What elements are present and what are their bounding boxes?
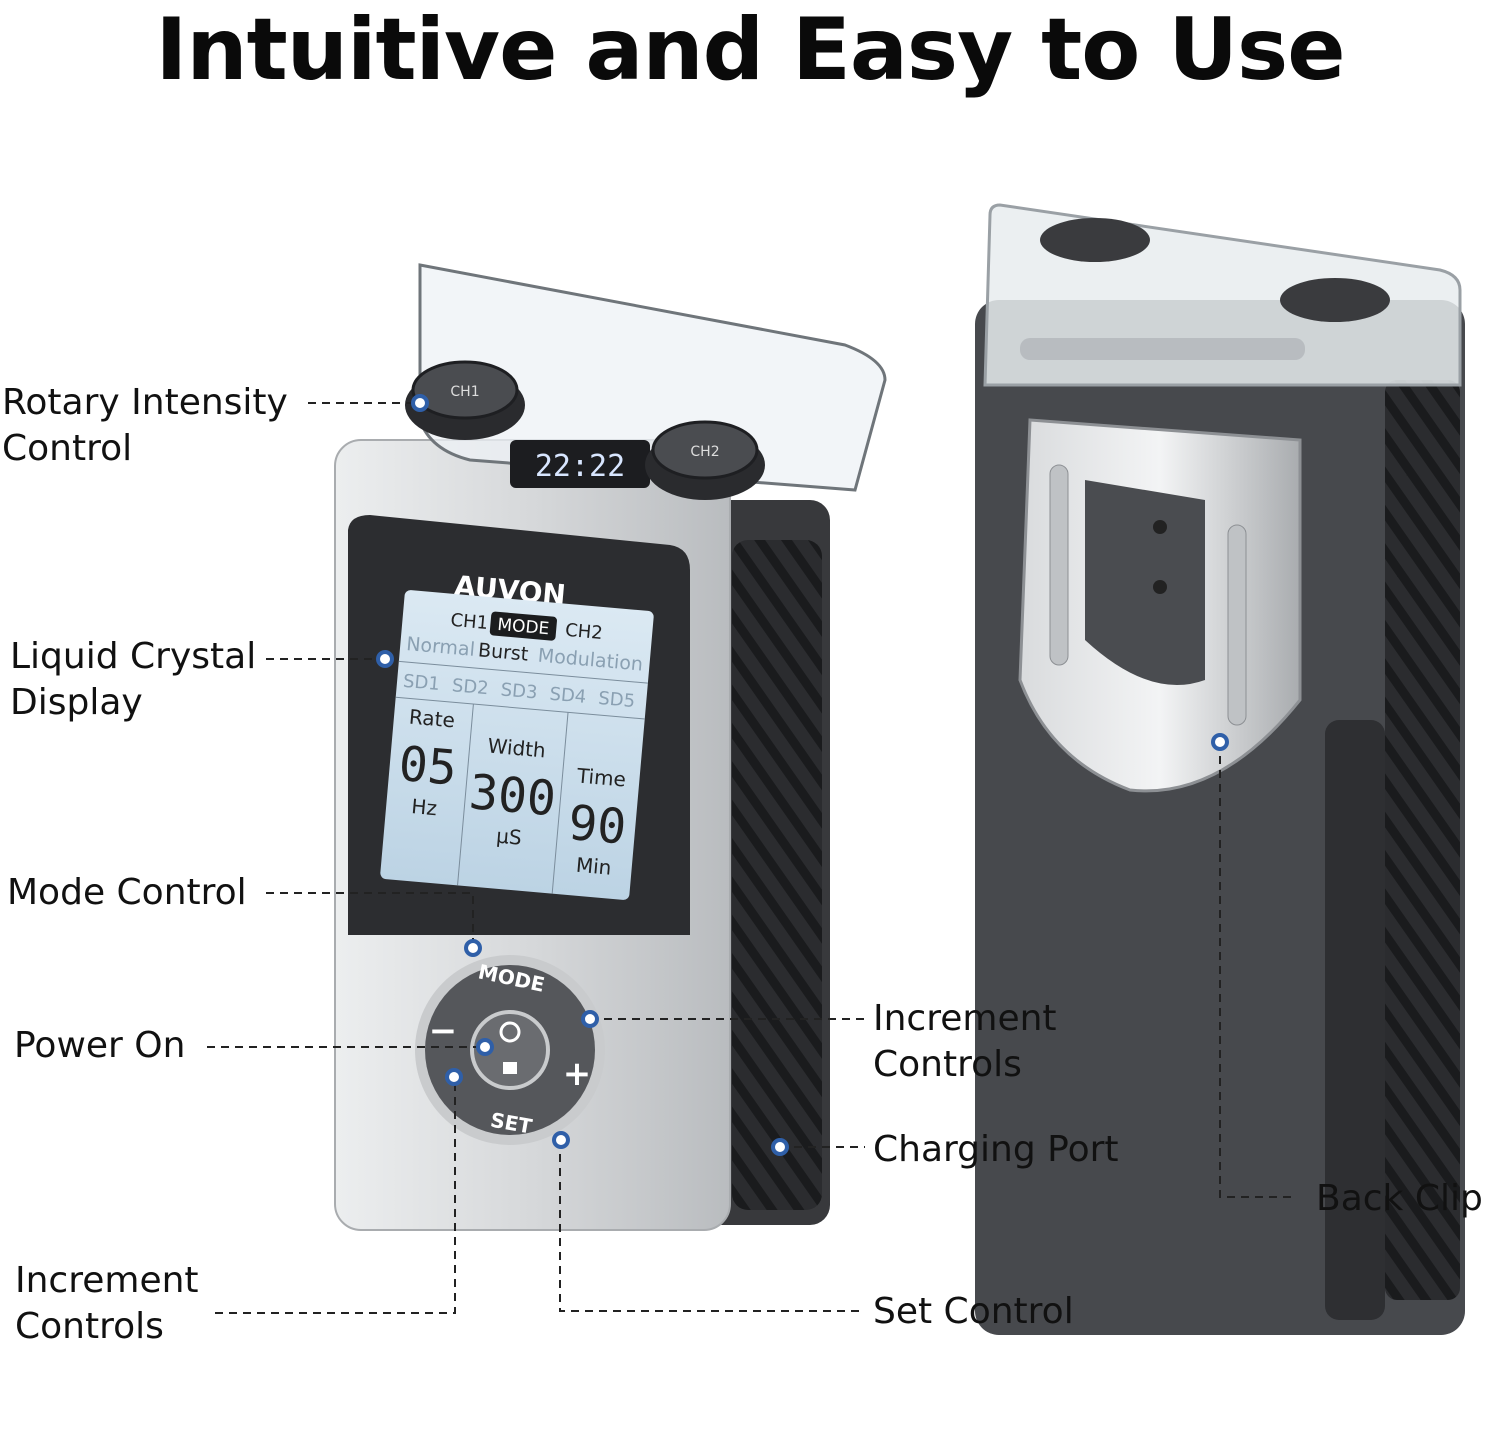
svg-text:SD4: SD4 [549,684,587,708]
callout-power: Power On [14,1025,186,1066]
rotary-knob-ch2[interactable]: CH2 [645,420,765,500]
control-pad: MODE SET − + [415,955,605,1145]
dot-charging [771,1138,789,1156]
svg-text:Hz: Hz [410,794,438,820]
dot-mode [464,939,482,957]
svg-text:Time: Time [575,763,627,791]
svg-text:Burst: Burst [477,639,529,665]
plus-button[interactable]: + [563,1054,592,1094]
callout-mode: Mode Control [7,872,247,913]
leader-set [559,1140,860,1312]
back-clip [1018,418,1302,793]
leader-increment-left [215,1077,456,1314]
lock-icon [503,1062,517,1074]
leader-clip [1219,742,1296,1198]
svg-text:µS: µS [495,824,522,850]
callout-dots [376,394,1229,1156]
page-title: Intuitive and Easy to Use [155,0,1345,100]
svg-text:CH2: CH2 [564,620,603,644]
svg-text:90: 90 [566,795,628,856]
callout-set: Set Control [873,1291,1074,1332]
svg-text:Rate: Rate [408,705,456,733]
svg-text:CH2: CH2 [690,444,719,460]
svg-text:SD3: SD3 [500,679,538,703]
svg-text:CH1: CH1 [450,610,489,634]
dot-rotary [411,394,429,412]
svg-text:CH1: CH1 [450,384,479,400]
svg-text:Min: Min [575,853,612,880]
svg-text:05: 05 [397,736,459,797]
svg-text:SD5: SD5 [597,688,635,712]
svg-text:SD1: SD1 [402,671,440,695]
svg-text:SD2: SD2 [451,675,489,699]
power-icon[interactable] [499,1021,521,1043]
dot-set [552,1131,570,1149]
callout-charging: Charging Port [873,1129,1119,1170]
dot-lcd [376,650,394,668]
top-display: 22:22 [535,449,625,484]
lcd-screen: CH1 MODE CH2 Normal Burst Modulation SD1… [380,590,654,900]
dot-power [476,1038,494,1056]
leader-mode [266,892,474,948]
front-device: 22:22 CH1 CH2 AUVON CH1 MODE CH2 Normal … [334,263,887,1231]
rotary-knob-ch1[interactable]: CH1 [405,360,525,440]
dot-increment-right [581,1010,599,1028]
leader-lines [207,402,1296,1314]
dot-increment-left [445,1068,463,1086]
callout-clip: Back Clip [1316,1178,1483,1219]
svg-text:MODE: MODE [497,615,550,639]
dot-clip [1211,733,1229,751]
svg-text:Width: Width [487,734,547,763]
svg-text:300: 300 [467,764,558,827]
minus-button[interactable]: − [429,1011,458,1051]
